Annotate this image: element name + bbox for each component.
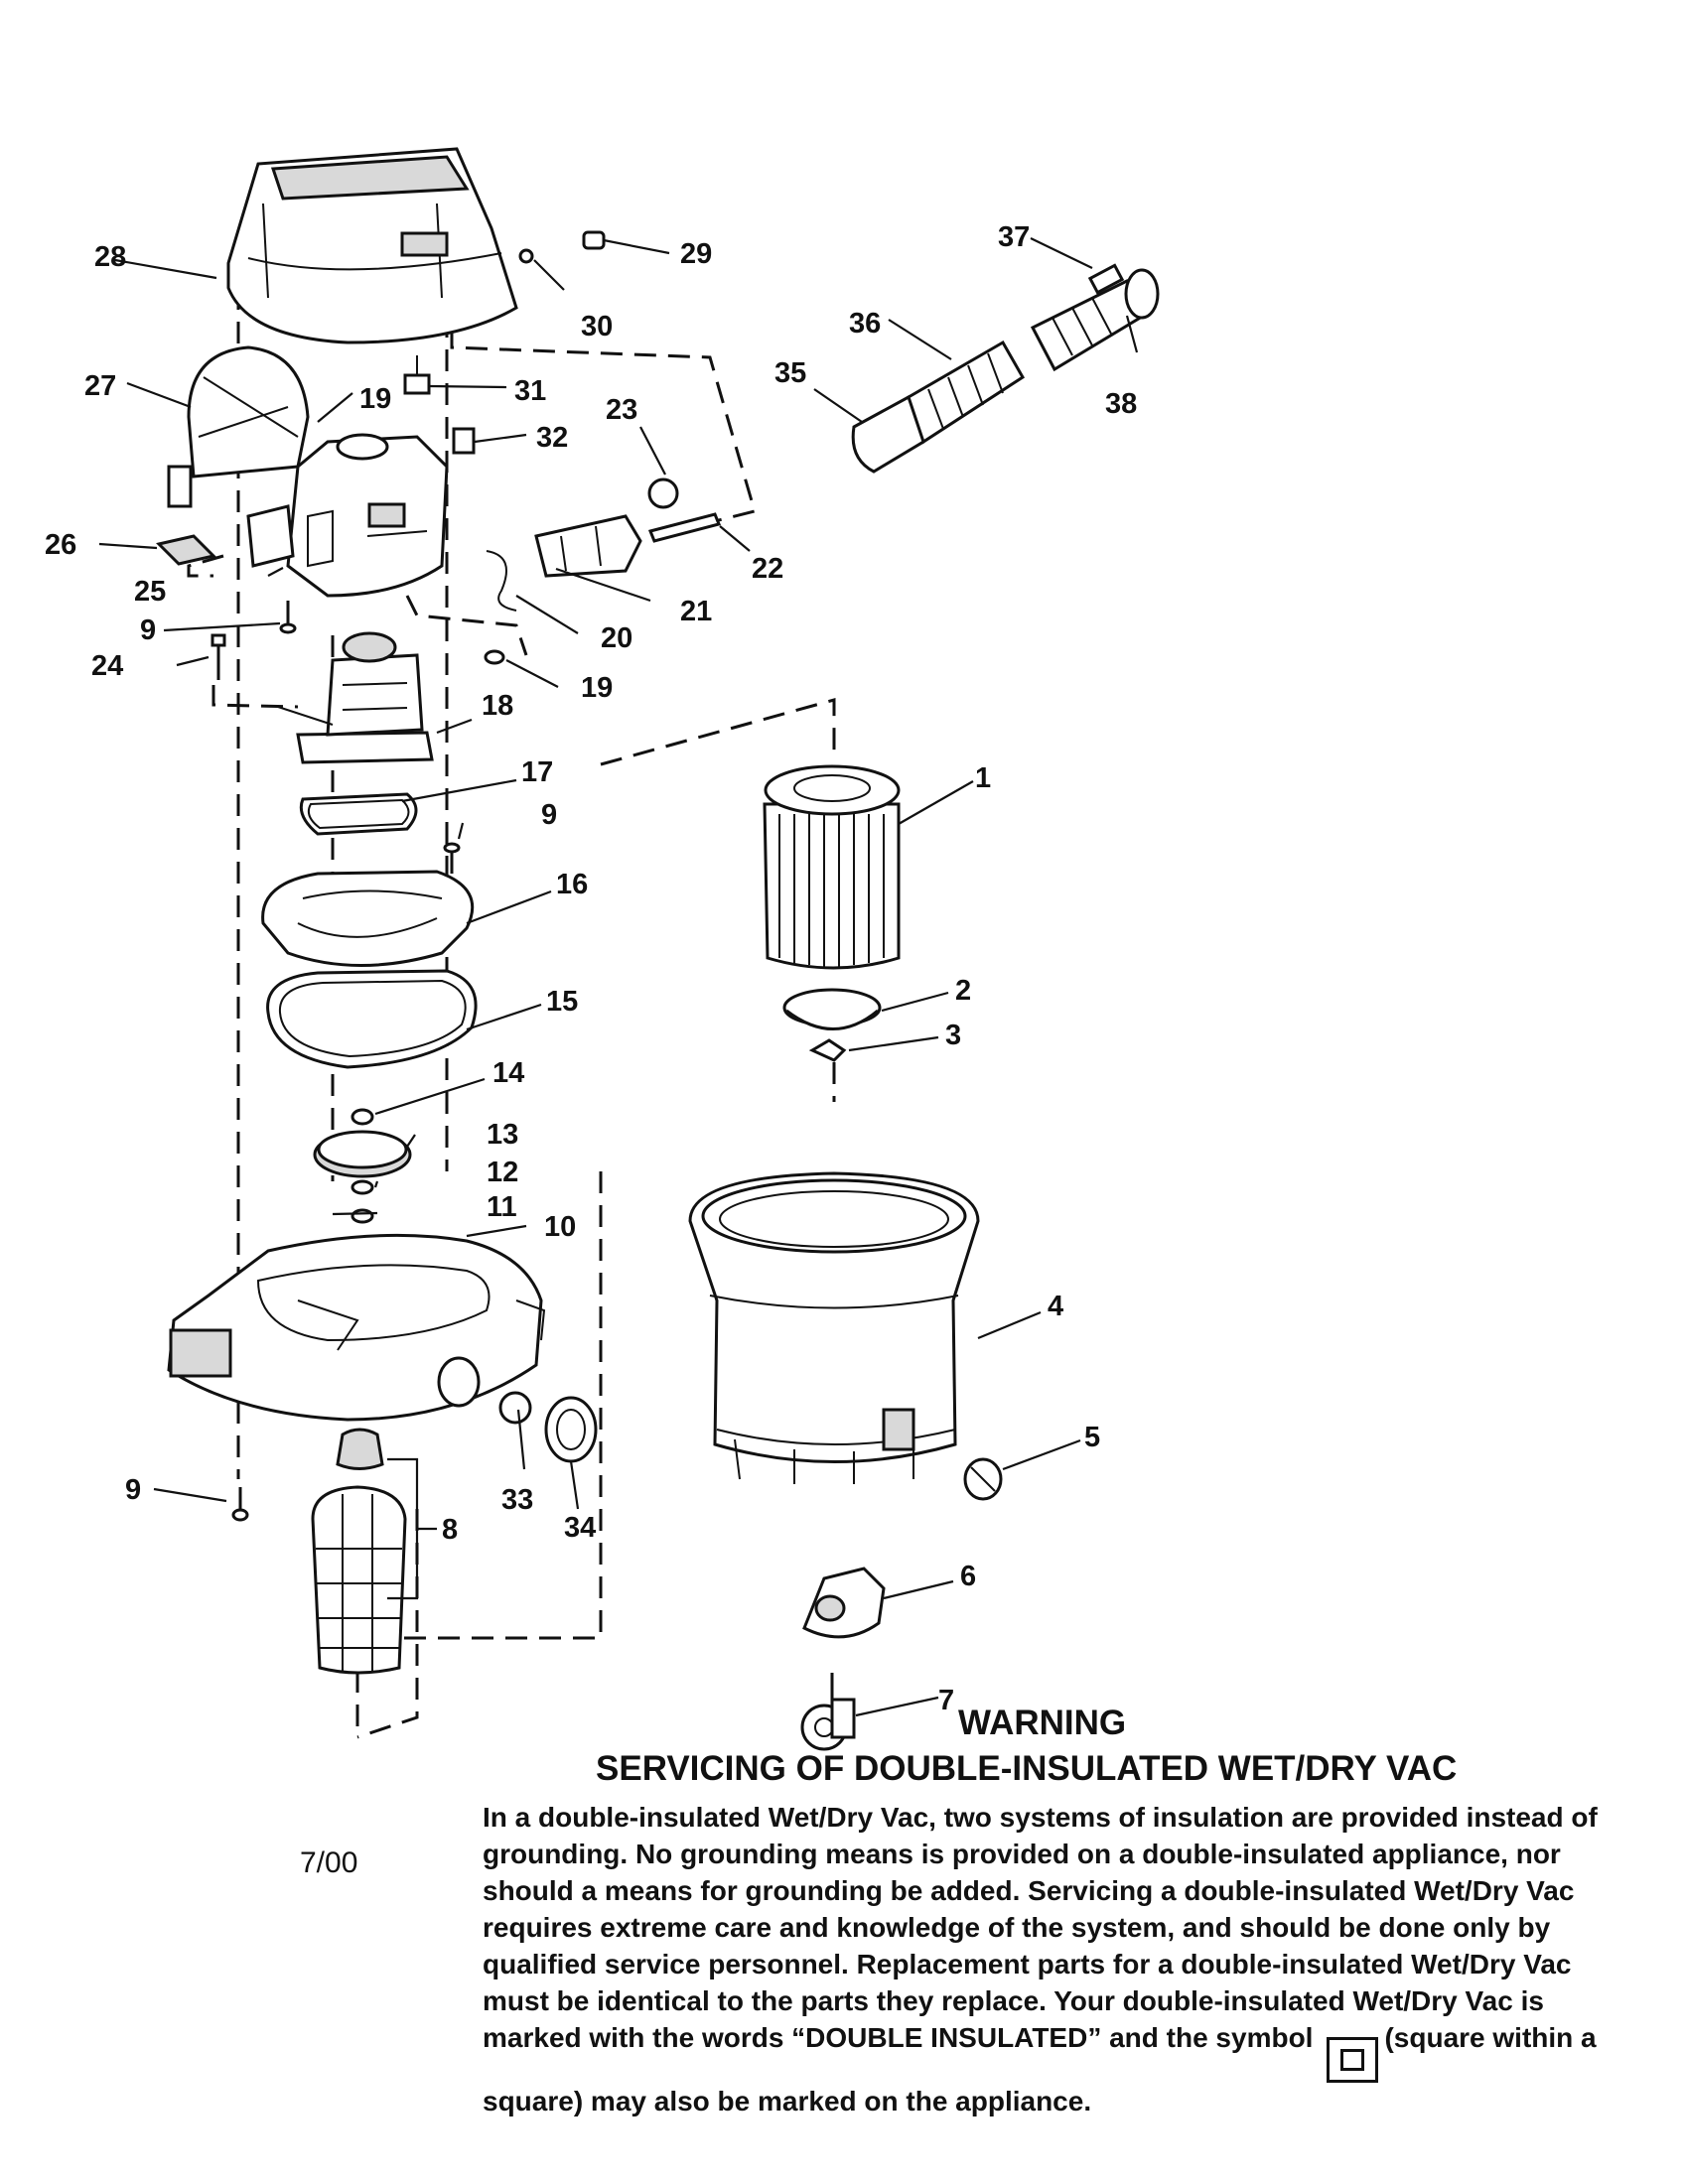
callout-31: 31	[514, 375, 546, 407]
callout-4: 4	[1048, 1291, 1063, 1322]
part-6-caster-holder	[802, 1567, 886, 1639]
callout-21: 21	[680, 596, 712, 627]
part-24-screw	[210, 633, 226, 680]
callout-22: 22	[752, 553, 783, 585]
callout-38: 38	[1105, 388, 1137, 420]
callout-14: 14	[492, 1057, 524, 1089]
callout-18: 18	[482, 690, 513, 722]
part-14-nut	[351, 1108, 374, 1126]
part-11-nut	[351, 1208, 374, 1224]
part-38-hose-connector	[1030, 268, 1160, 372]
callout-25: 25	[134, 576, 166, 608]
warning-body: In a double-insulated Wet/Dry Vac, two s…	[483, 1799, 1644, 2119]
part-9-screw-lower	[231, 1487, 249, 1522]
callout-30: 30	[581, 311, 613, 342]
leader-lines	[98, 237, 1139, 1717]
callout-7: 7	[938, 1685, 954, 1716]
part-1-filter	[763, 764, 901, 970]
callout-11: 11	[487, 1191, 517, 1223]
callout-15: 15	[546, 986, 578, 1018]
part-28-motor-cover	[226, 147, 518, 344]
callout-3: 3	[945, 1020, 961, 1051]
part-17-gasket	[299, 792, 418, 836]
part-31-switch	[403, 355, 431, 395]
callout-10: 10	[544, 1211, 576, 1243]
callout-9-lower-left: 9	[125, 1474, 141, 1506]
callout-37: 37	[998, 221, 1030, 253]
part-4-drum	[688, 1171, 980, 1484]
part-32-clip	[452, 427, 476, 455]
callout-17: 17	[521, 756, 553, 788]
warning-body-text: In a double-insulated Wet/Dry Vac, two s…	[483, 1802, 1598, 2053]
callout-32: 32	[536, 422, 568, 454]
part-7-caster	[800, 1673, 856, 1751]
part-5-drain-cap	[963, 1457, 1003, 1501]
callout-8: 8	[442, 1514, 458, 1546]
callout-labels: 1 2 3 4 5 6 7 8 9 9 9 9 10 11 12 13 14 1…	[45, 221, 1137, 1716]
callout-12: 12	[487, 1157, 518, 1188]
callout-5: 5	[1084, 1422, 1100, 1453]
part-20-cord-clamp	[486, 550, 517, 612]
part-13-float-disc	[313, 1130, 412, 1178]
callout-35: 35	[774, 357, 806, 389]
callout-26: 26	[45, 529, 76, 561]
callout-9-upper: 9	[140, 614, 156, 646]
warning-body-text-end: (square within a square) may also be mar…	[483, 2022, 1597, 2116]
part-8-float-assembly	[311, 1428, 407, 1675]
callout-34: 34	[564, 1512, 596, 1544]
part-33-o-ring	[498, 1391, 532, 1425]
double-insulated-symbol-icon	[1327, 2037, 1379, 2083]
part-27-float-cage	[167, 345, 310, 508]
part-15-lid-gasket	[266, 969, 478, 1069]
callout-16: 16	[556, 869, 588, 900]
part-26-pad	[156, 534, 216, 566]
part-34-hose-inlet	[544, 1396, 598, 1463]
part-9-screw-upper	[279, 601, 297, 634]
part-19-screw-lower	[484, 649, 505, 665]
callout-6: 6	[960, 1561, 976, 1592]
part-36-hose	[907, 340, 1026, 445]
part-3-wing-nut	[808, 1038, 847, 1062]
callout-19-lower: 19	[581, 672, 613, 704]
warning-subtitle: SERVICING OF DOUBLE-INSULATED WET/DRY VA…	[596, 1749, 1458, 1788]
part-16-motor-plate	[261, 870, 475, 967]
callout-33: 33	[501, 1484, 533, 1516]
callout-9-mid: 9	[541, 799, 557, 831]
part-22-rod	[647, 512, 722, 543]
part-2-filter-cap	[782, 988, 882, 1030]
callout-24: 24	[91, 650, 123, 682]
part-25-motor-housing	[246, 433, 449, 598]
part-37-hose-clip	[1087, 263, 1125, 295]
callout-19-upper: 19	[359, 383, 391, 415]
callout-23: 23	[606, 394, 637, 426]
part-10-lid	[167, 1233, 546, 1422]
callout-28: 28	[94, 241, 126, 273]
part-23-ring	[647, 478, 679, 509]
part-18-motor	[277, 631, 434, 764]
part-9-screw-mid	[443, 842, 461, 874]
callout-29: 29	[680, 238, 712, 270]
date-code: 7/00	[300, 1846, 358, 1879]
callout-36: 36	[849, 308, 881, 340]
callout-2: 2	[955, 975, 971, 1007]
part-21-switch-block	[534, 514, 642, 578]
warning-title: WARNING	[958, 1704, 1127, 1742]
part-30-screw	[518, 248, 534, 264]
part-12-washer	[351, 1179, 374, 1195]
part-29-knob	[582, 230, 606, 250]
callout-27: 27	[84, 370, 116, 402]
callout-1: 1	[975, 762, 991, 794]
callout-13: 13	[487, 1119, 518, 1151]
callout-20: 20	[601, 622, 632, 654]
